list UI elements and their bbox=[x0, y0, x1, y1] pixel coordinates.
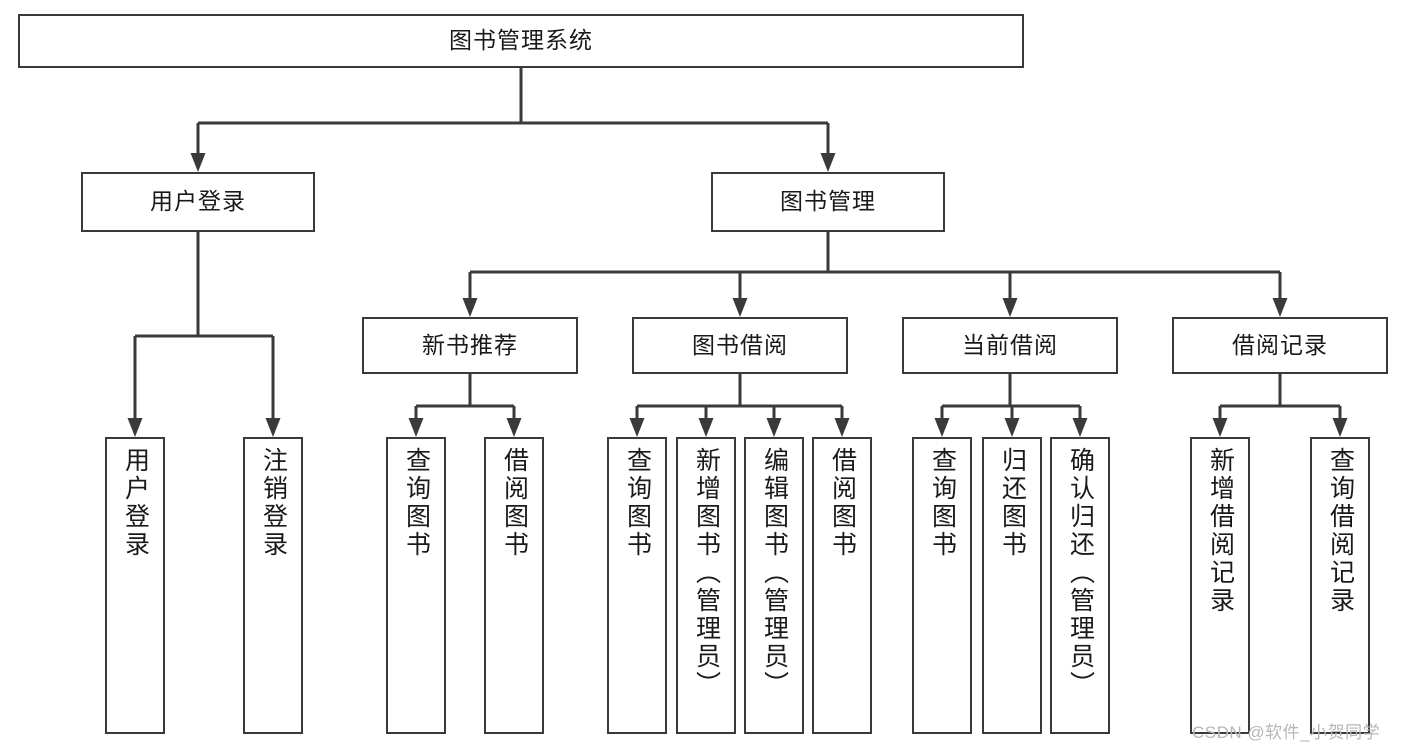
node-label: 图书管理 bbox=[780, 188, 876, 215]
arrow-head bbox=[408, 418, 424, 437]
node-label: 图书借阅 bbox=[692, 331, 788, 358]
node-newbook[interactable]: 新书推荐 bbox=[362, 317, 578, 374]
arrow-head bbox=[1004, 418, 1020, 437]
node-leaf-new-1[interactable]: 查询图书 bbox=[386, 437, 446, 734]
node-leaf-cur-3[interactable]: 确认归还（管理员） bbox=[1050, 437, 1110, 734]
node-label: 用户登录 bbox=[150, 188, 246, 215]
node-label: 新增图书（管理员） bbox=[692, 447, 721, 699]
arrow-head bbox=[934, 418, 950, 437]
node-leaf-bor-1[interactable]: 查询图书 bbox=[607, 437, 667, 734]
node-label: 归还图书 bbox=[998, 447, 1027, 559]
node-label: 新书推荐 bbox=[422, 331, 518, 358]
node-leaf-cur-2[interactable]: 归还图书 bbox=[982, 437, 1042, 734]
arrow-head bbox=[1272, 298, 1288, 317]
node-label: 新增借阅记录 bbox=[1206, 447, 1235, 615]
arrow-head bbox=[1332, 418, 1348, 437]
node-label: 注销登录 bbox=[259, 447, 288, 559]
node-leaf-cur-1[interactable]: 查询图书 bbox=[912, 437, 972, 734]
arrow-head bbox=[506, 418, 522, 437]
arrow-head bbox=[732, 298, 748, 317]
node-label: 借阅记录 bbox=[1232, 331, 1328, 358]
arrow-head bbox=[834, 418, 850, 437]
node-leaf-bor-3[interactable]: 编辑图书（管理员） bbox=[744, 437, 804, 734]
node-leaf-login-1[interactable]: 用户登录 bbox=[105, 437, 165, 734]
node-bookmgmt[interactable]: 图书管理 bbox=[711, 172, 945, 232]
node-leaf-login-2[interactable]: 注销登录 bbox=[243, 437, 303, 734]
node-label: 借阅图书 bbox=[828, 447, 857, 559]
arrow-head bbox=[820, 153, 836, 172]
node-label: 编辑图书（管理员） bbox=[760, 447, 789, 699]
node-label: 借阅图书 bbox=[500, 447, 529, 559]
node-label: 用户登录 bbox=[121, 447, 150, 559]
arrow-head bbox=[265, 418, 281, 437]
node-root[interactable]: 图书管理系统 bbox=[18, 14, 1024, 68]
arrow-head bbox=[1212, 418, 1228, 437]
arrow-head bbox=[629, 418, 645, 437]
node-label: 图书管理系统 bbox=[449, 27, 593, 54]
arrow-head bbox=[127, 418, 143, 437]
node-borrow[interactable]: 图书借阅 bbox=[632, 317, 848, 374]
node-leaf-bor-4[interactable]: 借阅图书 bbox=[812, 437, 872, 734]
node-label: 查询图书 bbox=[623, 447, 652, 559]
node-label: 查询借阅记录 bbox=[1326, 447, 1355, 615]
node-leaf-rec-1[interactable]: 新增借阅记录 bbox=[1190, 437, 1250, 734]
arrow-head bbox=[1002, 298, 1018, 317]
node-records[interactable]: 借阅记录 bbox=[1172, 317, 1388, 374]
node-label: 查询图书 bbox=[402, 447, 431, 559]
node-label: 查询图书 bbox=[928, 447, 957, 559]
arrow-head bbox=[698, 418, 714, 437]
arrow-head bbox=[766, 418, 782, 437]
arrow-head bbox=[190, 153, 206, 172]
node-label: 确认归还（管理员） bbox=[1066, 447, 1095, 699]
node-leaf-bor-2[interactable]: 新增图书（管理员） bbox=[676, 437, 736, 734]
node-label: 当前借阅 bbox=[962, 331, 1058, 358]
node-leaf-new-2[interactable]: 借阅图书 bbox=[484, 437, 544, 734]
node-login[interactable]: 用户登录 bbox=[81, 172, 315, 232]
node-leaf-rec-2[interactable]: 查询借阅记录 bbox=[1310, 437, 1370, 734]
arrow-head bbox=[1072, 418, 1088, 437]
node-current[interactable]: 当前借阅 bbox=[902, 317, 1118, 374]
arrow-head bbox=[462, 298, 478, 317]
watermark-text: CSDN @软件_小贺同学 bbox=[1192, 723, 1381, 742]
